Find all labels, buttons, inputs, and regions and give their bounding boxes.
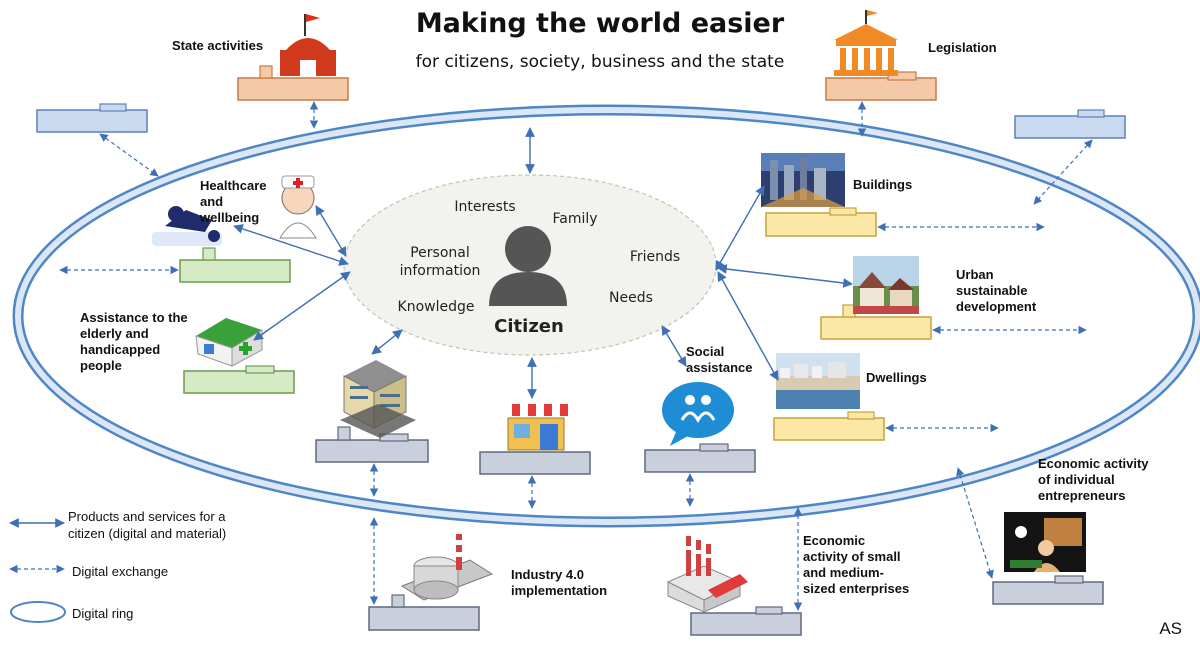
platform-shop — [479, 451, 591, 475]
service-arrows — [233, 127, 853, 399]
town-icon — [853, 256, 919, 314]
label-healthcare: Healthcare and wellbeing — [200, 178, 267, 225]
exchange-arrows — [59, 101, 1093, 611]
legend-digital-exchange: Digital exchange — [72, 564, 169, 579]
attr-friends: Friends — [629, 249, 681, 265]
citizen-person-icon — [489, 226, 567, 306]
platform-dwellings — [773, 411, 885, 441]
platform-social — [644, 443, 756, 473]
legend-ring — [10, 601, 66, 623]
attr-interests: Interests — [454, 199, 516, 215]
office-building-icon — [340, 360, 416, 438]
platform-urban — [820, 304, 932, 340]
legislation-building-icon — [834, 10, 898, 76]
city-skyline-icon — [761, 153, 845, 207]
label-economic-individual: Economic activity of individual entrepre… — [1038, 456, 1149, 503]
entrepreneur-icon — [1004, 512, 1086, 572]
shop-icon — [504, 404, 568, 451]
legend-products-services: Products and services for a citizen (dig… — [68, 509, 227, 541]
citizen-label: Citizen — [494, 316, 564, 337]
platform-industry — [368, 594, 480, 631]
digital-ring — [12, 104, 1200, 528]
platform-entrepreneur — [992, 575, 1104, 605]
label-industry: Industry 4.0 implementation — [511, 567, 608, 598]
platform-sme — [690, 606, 802, 636]
legend — [9, 518, 66, 623]
page-subtitle: for citizens, society, business and the … — [415, 52, 785, 72]
platform-digital-left — [36, 103, 148, 133]
platform-healthcare — [179, 247, 291, 283]
attr-knowledge: Knowledge — [397, 299, 475, 315]
label-buildings: Buildings — [853, 177, 913, 192]
label-social-assistance: Social assistance — [686, 344, 753, 375]
label-state-activities: State activities — [172, 38, 264, 53]
label-urban-development: Urban sustainable development — [956, 267, 1037, 314]
platform-digital-right — [1014, 109, 1126, 139]
state-building-icon — [280, 14, 336, 76]
platform-office — [315, 426, 429, 463]
attr-needs: Needs — [609, 290, 653, 306]
clinic-house-icon — [195, 318, 263, 367]
label-assistance-elderly: Assistance to the elderly and handicappe… — [80, 310, 188, 373]
author-signature: AS — [1159, 619, 1182, 638]
platform-assistance — [183, 365, 295, 394]
platform-buildings — [765, 207, 877, 237]
label-economic-sme: Economic activity of small and medium- s… — [803, 533, 910, 596]
label-dwellings: Dwellings — [866, 370, 927, 385]
platform-legislation — [825, 71, 937, 101]
attr-family: Family — [552, 211, 598, 227]
factory-icon — [666, 536, 748, 613]
attr-personal-information: Personal information — [399, 245, 481, 279]
industry-tank-icon — [400, 534, 494, 601]
label-legislation: Legislation — [928, 40, 997, 55]
harbour-icon — [776, 353, 860, 409]
legend-digital-ring: Digital ring — [72, 606, 134, 621]
platform-state — [237, 65, 349, 101]
page-title: Making the world easier — [415, 8, 785, 39]
social-assistance-icon — [662, 382, 734, 446]
